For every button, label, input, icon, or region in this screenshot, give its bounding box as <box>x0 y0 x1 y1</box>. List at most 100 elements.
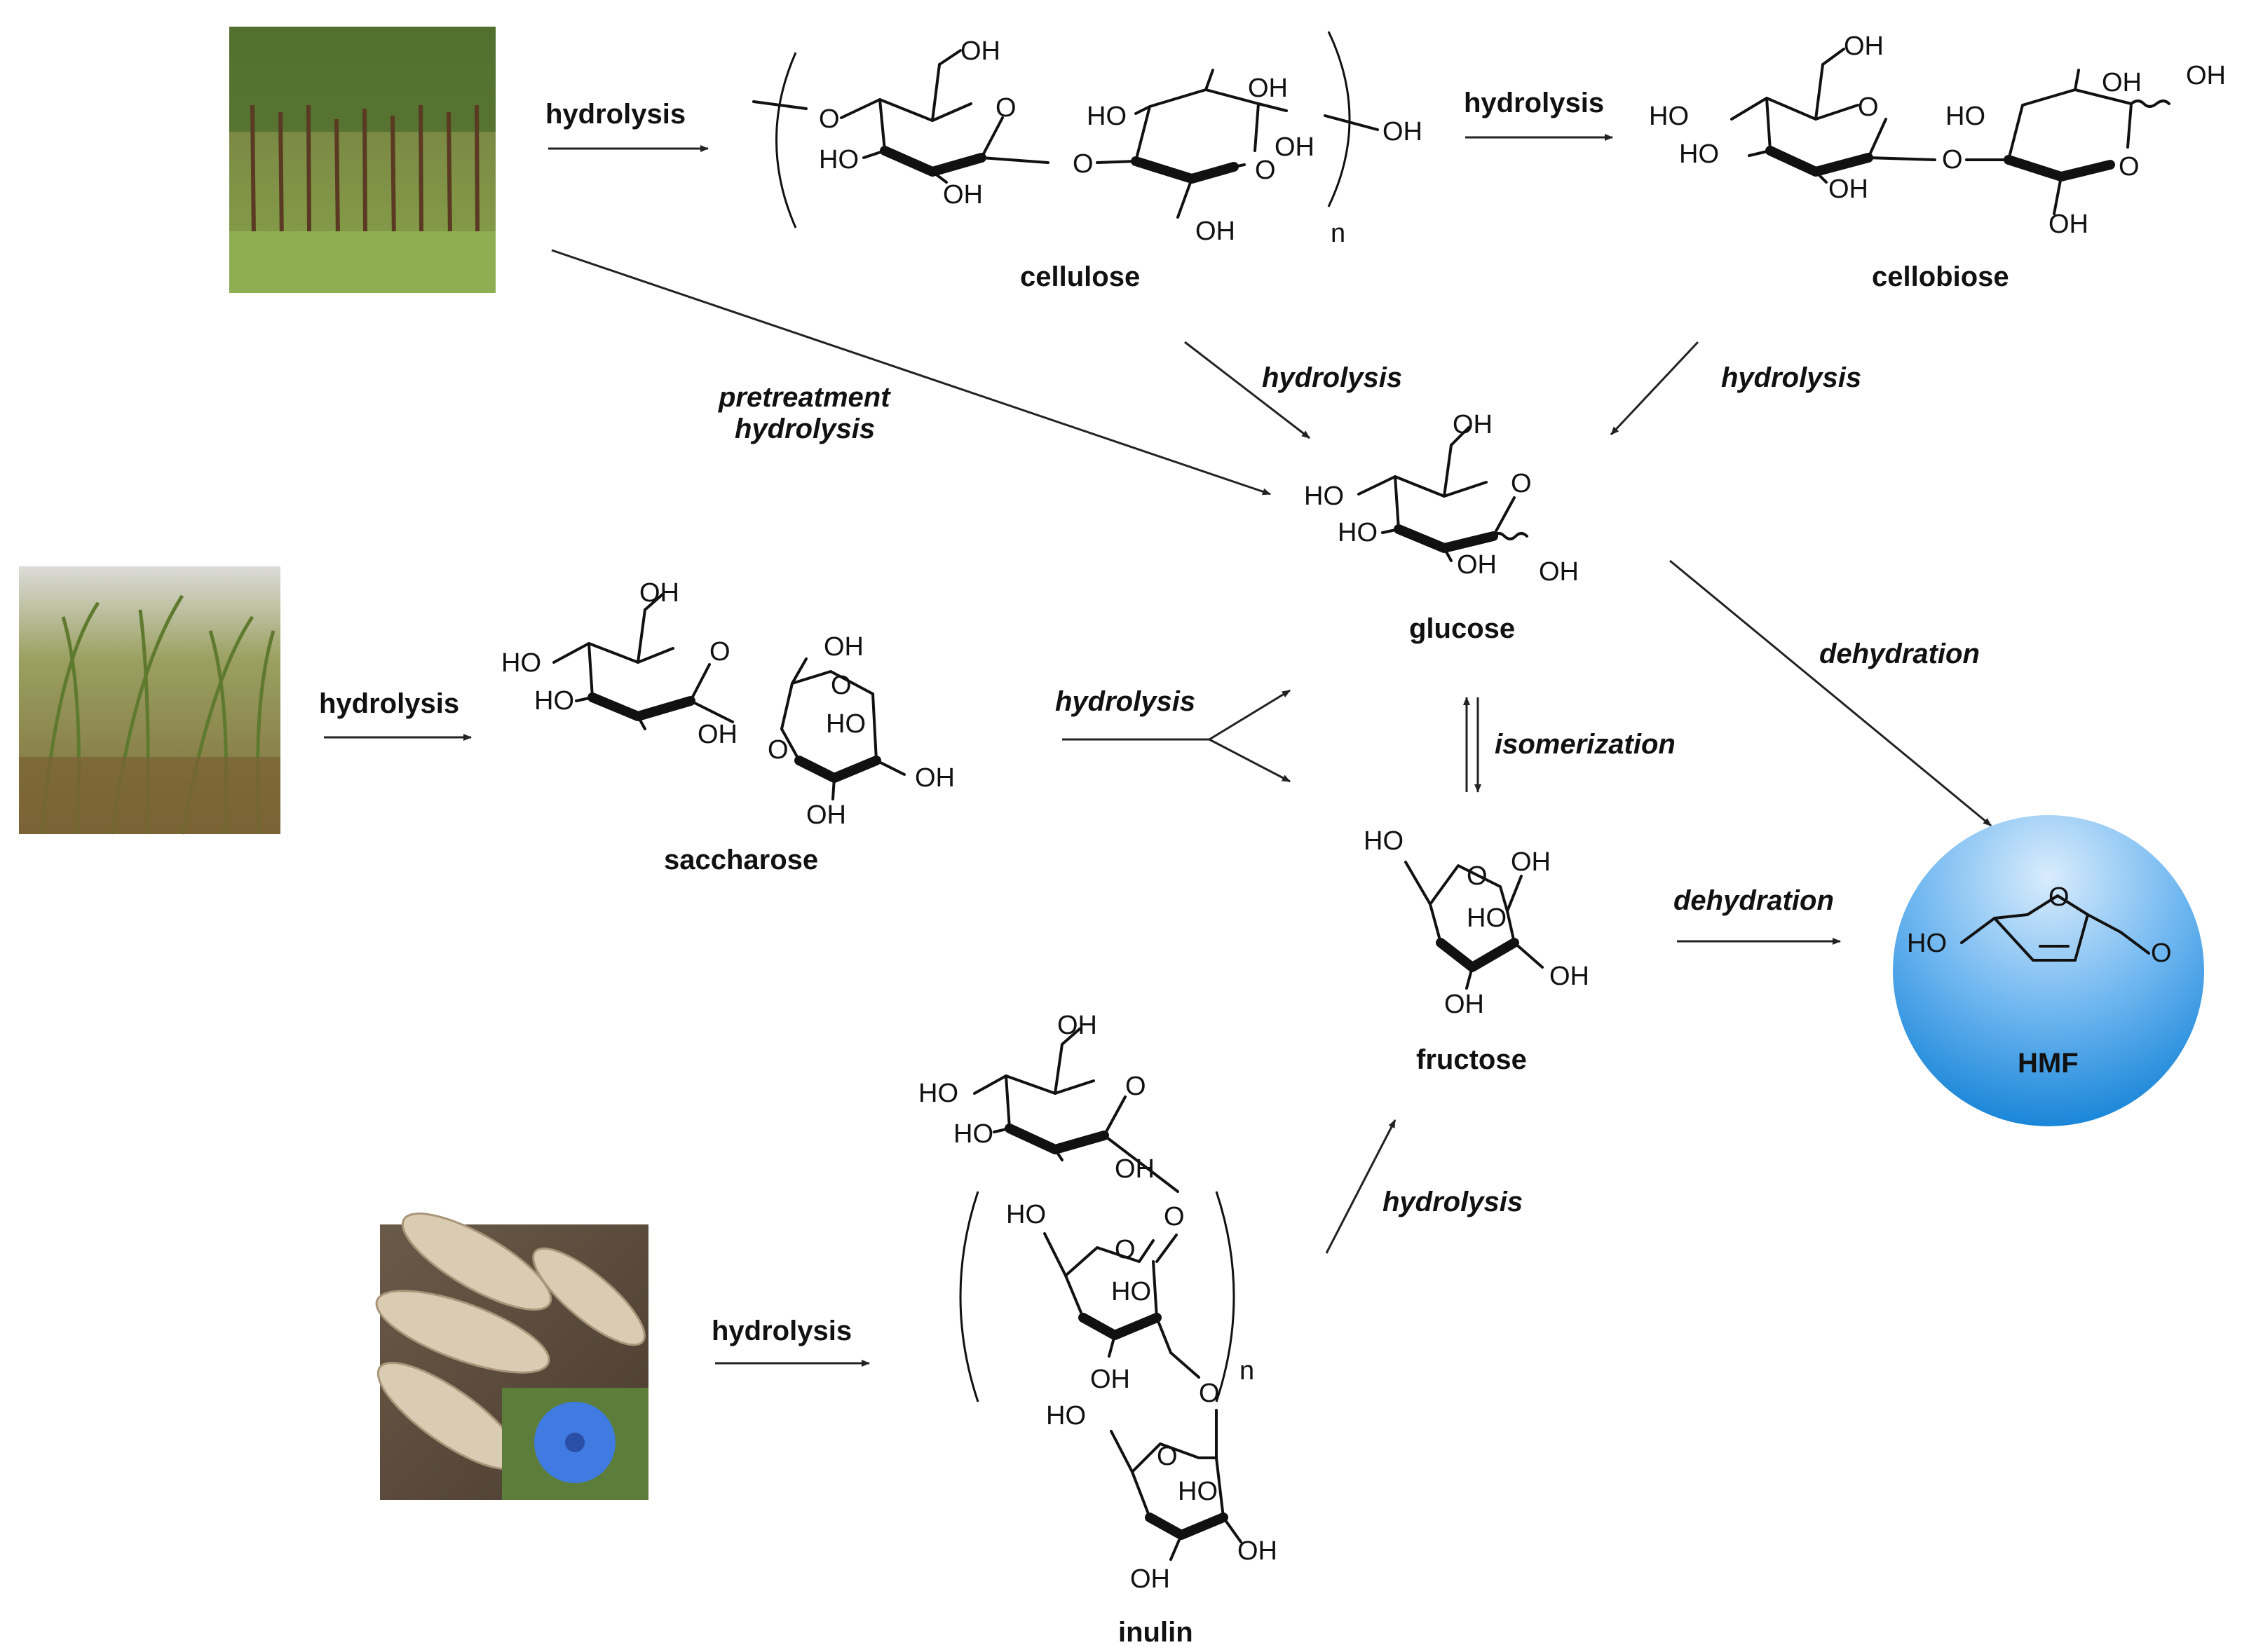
pretreatment-label: pretreatment <box>718 382 891 413</box>
svg-text:OH: OH <box>1248 74 1288 103</box>
inulin-hydrolysis-label: hydrolysis <box>1382 1187 1523 1217</box>
svg-text:OH: OH <box>698 720 738 749</box>
svg-text:O: O <box>1511 469 1532 498</box>
repeat-n-label: n <box>1331 219 1345 248</box>
svg-text:HO: HO <box>953 1119 993 1149</box>
svg-text:HO: HO <box>918 1079 958 1108</box>
svg-text:HO: HO <box>1178 1477 1218 1506</box>
svg-text:O: O <box>768 735 789 765</box>
svg-text:OH: OH <box>1444 990 1484 1019</box>
svg-text:HO: HO <box>1338 518 1378 547</box>
svg-text:O: O <box>1942 145 1963 175</box>
svg-text:O: O <box>1125 1072 1146 1101</box>
svg-text:OH: OH <box>1195 217 1235 246</box>
cellulose-to-glucose-label: hydrolysis <box>1262 362 1402 393</box>
svg-text:OH: OH <box>1237 1536 1277 1566</box>
svg-text:O: O <box>1157 1442 1178 1471</box>
forest-hydrolysis-label: hydrolysis <box>545 99 686 130</box>
svg-text:HO: HO <box>1046 1401 1086 1431</box>
svg-text:O: O <box>709 637 731 667</box>
inulin-repeat-n-label: n <box>1239 1356 1254 1386</box>
svg-text:OH: OH <box>2186 61 2226 90</box>
svg-text:O: O <box>1073 149 1094 179</box>
svg-text:OH: OH <box>915 763 955 793</box>
fructose-label: fructose <box>1416 1044 1527 1075</box>
inulin-label: inulin <box>1118 1617 1193 1648</box>
sugarcane-photo-icon <box>19 566 280 835</box>
cellulose-structure: n O O OH HO OH O O HO OH OH OH OH cellul… <box>752 31 1422 292</box>
svg-text:OH: OH <box>1130 1564 1170 1594</box>
reaction-arrows <box>324 134 1992 1367</box>
svg-text:HO: HO <box>1907 929 1947 958</box>
svg-text:O: O <box>2151 938 2172 968</box>
hmf-product: HO O O HMF <box>1893 815 2204 1126</box>
hmf-label: HMF <box>2018 1048 2079 1079</box>
forest-photo-icon <box>229 27 496 293</box>
svg-text:O: O <box>996 93 1017 123</box>
chicory-hydrolysis-label: hydrolysis <box>712 1316 852 1346</box>
svg-text:HO: HO <box>501 648 541 678</box>
svg-text:OH: OH <box>1539 557 1579 587</box>
svg-text:O: O <box>2119 152 2140 182</box>
svg-text:O: O <box>1164 1202 1185 1231</box>
svg-text:OH: OH <box>943 180 983 210</box>
svg-text:HO: HO <box>1945 102 1985 131</box>
saccharose-hydrolysis-label: hydrolysis <box>1055 686 1195 717</box>
glucose-label: glucose <box>1409 613 1515 644</box>
cellobiose-to-glucose-label: hydrolysis <box>1721 362 1861 393</box>
glucose-dehydration-label: dehydration <box>1819 639 1980 669</box>
svg-text:HO: HO <box>1087 102 1127 131</box>
svg-text:OH: OH <box>2048 210 2088 239</box>
svg-text:OH: OH <box>1275 132 1314 162</box>
fructose-dehydration-label: dehydration <box>1673 885 1834 916</box>
glucose-structure: O OH HO HO OH OH glucose <box>1304 410 1579 644</box>
svg-text:OH: OH <box>2102 68 2142 97</box>
cellobiose-label: cellobiose <box>1872 261 2009 292</box>
svg-text:O: O <box>1115 1235 1136 1264</box>
svg-text:HO: HO <box>819 145 859 175</box>
svg-text:HO: HO <box>534 686 574 716</box>
svg-text:O: O <box>1199 1379 1220 1408</box>
chicory-root-photo-icon <box>375 1213 648 1500</box>
svg-text:OH: OH <box>1453 410 1493 439</box>
isomerization-label: isomerization <box>1495 729 1676 760</box>
hmf-circle <box>1893 815 2204 1126</box>
svg-text:O: O <box>831 671 852 700</box>
saccharose-structure: O OH HO HO OH O O OH HO OH OH saccharose <box>501 578 955 875</box>
svg-text:HO: HO <box>1649 102 1689 131</box>
svg-text:O: O <box>1467 861 1488 891</box>
pretreatment-hydrolysis-label: hydrolysis <box>735 414 875 444</box>
svg-text:OH: OH <box>1382 117 1422 146</box>
svg-text:OH: OH <box>1057 1011 1097 1040</box>
fructose-structure: O HO OH HO OH OH fructose <box>1364 826 1589 1075</box>
cellulose-label: cellulose <box>1020 261 1140 292</box>
cane-hydrolysis-label: hydrolysis <box>319 688 459 719</box>
svg-text:O: O <box>2048 882 2070 912</box>
svg-text:OH: OH <box>1457 550 1497 580</box>
svg-text:HO: HO <box>826 709 866 739</box>
svg-text:HO: HO <box>1006 1200 1046 1229</box>
inulin-structure: O OH HO HO OH O n O HO HO OH O O <box>918 1011 1277 1648</box>
svg-text:O: O <box>1858 93 1879 122</box>
saccharose-label: saccharose <box>664 845 818 875</box>
svg-text:HO: HO <box>1364 826 1404 856</box>
svg-text:O: O <box>1255 156 1276 185</box>
svg-text:OH: OH <box>1844 32 1884 61</box>
svg-text:OH: OH <box>824 632 864 662</box>
reaction-labels: hydrolysis hydrolysis hydrolysis hydroly… <box>319 88 1980 1346</box>
svg-text:OH: OH <box>1090 1365 1130 1394</box>
svg-text:O: O <box>819 104 840 134</box>
svg-text:OH: OH <box>1511 847 1551 877</box>
svg-text:OH: OH <box>806 800 846 830</box>
svg-text:HO: HO <box>1467 903 1507 933</box>
cellobiose-structure: O OH HO HO OH O O HO OH OH OH cellobiose <box>1649 32 2226 292</box>
svg-text:HO: HO <box>1679 139 1719 169</box>
svg-text:OH: OH <box>639 578 679 608</box>
svg-text:OH: OH <box>1828 175 1868 204</box>
svg-text:OH: OH <box>960 36 1000 66</box>
svg-text:HO: HO <box>1111 1277 1151 1306</box>
svg-text:OH: OH <box>1549 962 1589 991</box>
svg-text:HO: HO <box>1304 482 1344 511</box>
cellulose-to-cellobiose-label: hydrolysis <box>1464 88 1604 118</box>
